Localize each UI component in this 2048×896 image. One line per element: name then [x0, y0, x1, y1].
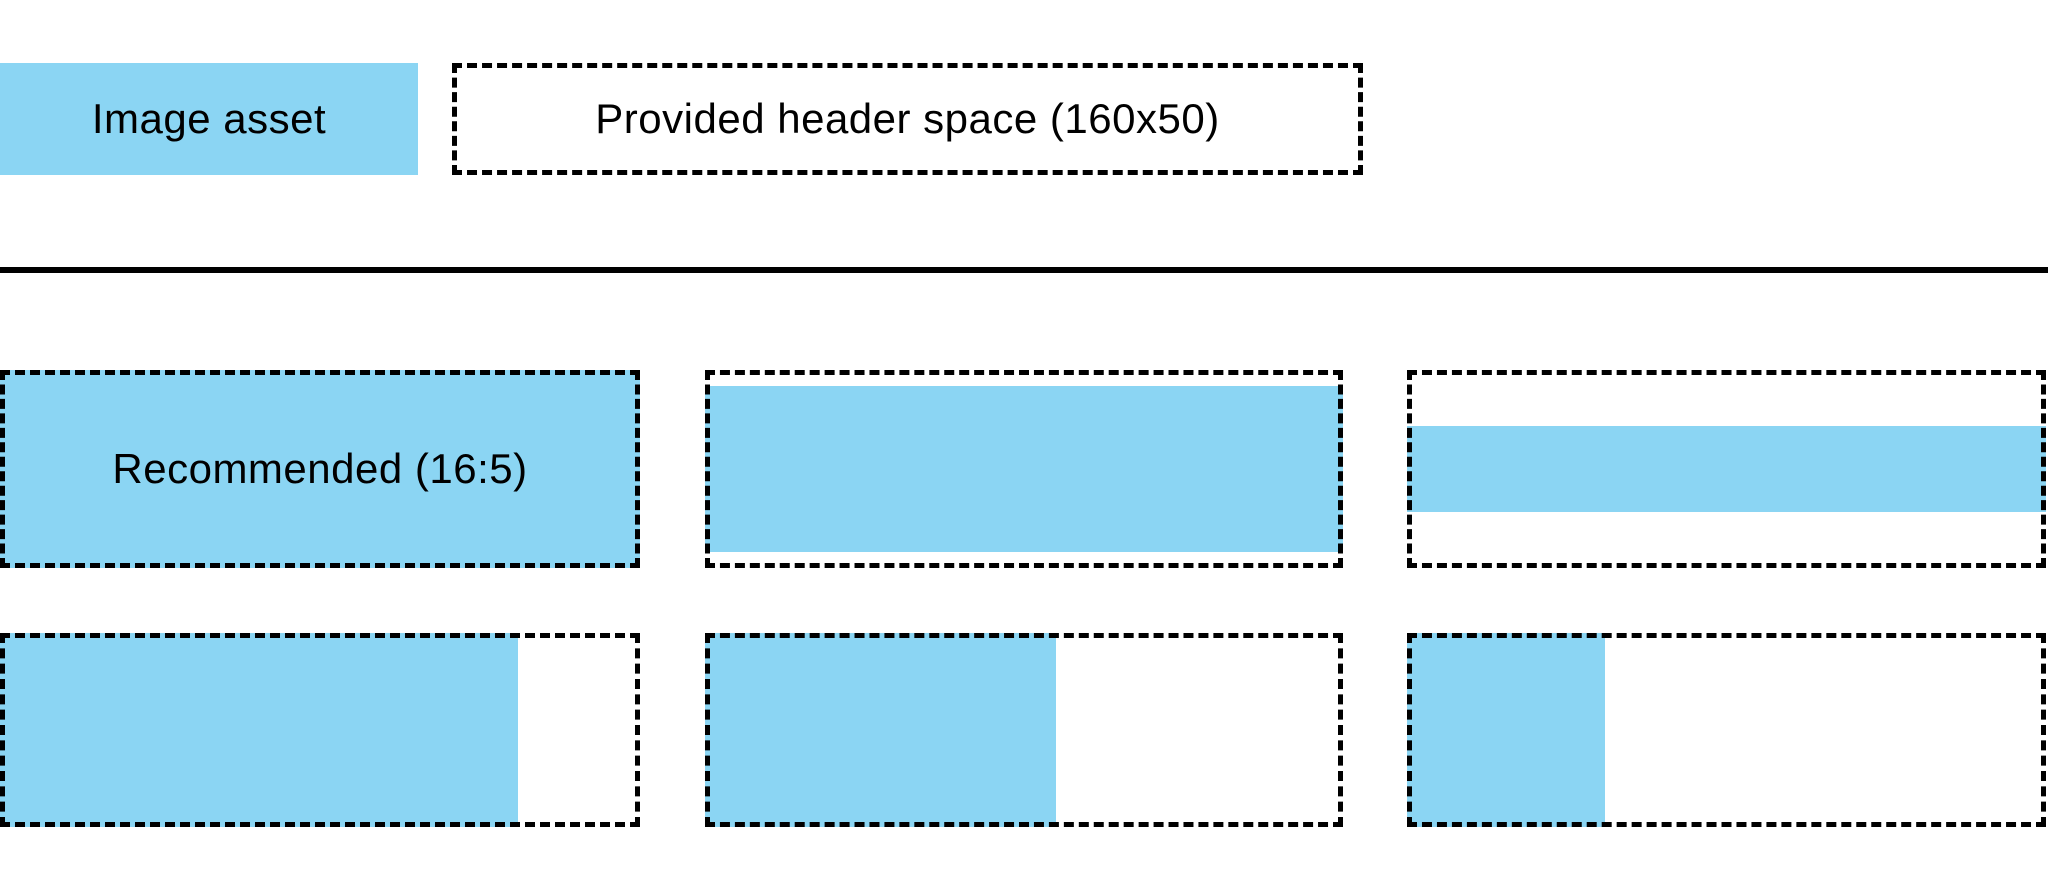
example-cell-narrow-3: [1407, 633, 2046, 827]
section-divider: [0, 267, 2048, 273]
asset-fill: [705, 633, 1056, 827]
legend-image-asset-swatch: Image asset: [0, 63, 418, 175]
asset-fill: [1407, 426, 2046, 512]
legend-provided-header-space: Provided header space (160x50): [452, 63, 1363, 175]
recommended-label: Recommended (16:5): [112, 445, 528, 492]
example-cell-narrow-1: [0, 633, 640, 827]
asset-fill: [705, 385, 1343, 553]
legend-image-asset-label: Image asset: [91, 95, 327, 142]
example-cell-wide-2: [1407, 370, 2046, 568]
example-cell-recommended: Recommended (16:5): [0, 370, 640, 568]
legend-header-space-label: Provided header space (160x50): [595, 95, 1220, 142]
asset-fill: [0, 370, 640, 568]
asset-fill: [0, 633, 519, 827]
example-cell-wide-1: [705, 370, 1343, 568]
example-cell-narrow-2: [705, 633, 1343, 827]
asset-fill: [1407, 633, 1606, 827]
